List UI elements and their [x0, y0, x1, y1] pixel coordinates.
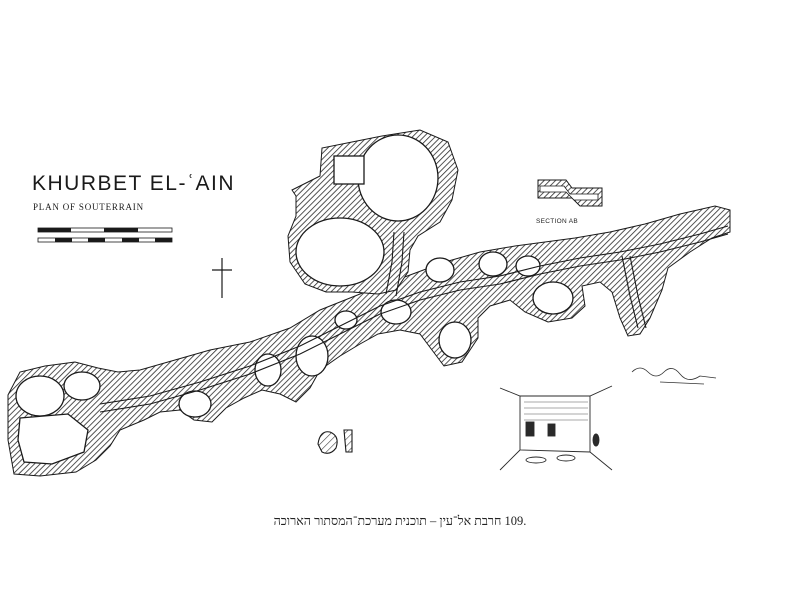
chambers [15, 134, 574, 465]
interior-sketch [497, 383, 613, 471]
scale-bar [37, 227, 173, 243]
north-arrow-icon [212, 258, 232, 298]
section-ab-profile [537, 179, 603, 207]
plan-subtitle: PLAN OF SOUTERRAIN [33, 202, 144, 212]
tunnel-walls [99, 225, 729, 413]
section-ab-label: SECTION AB [536, 218, 579, 225]
section-symbols [317, 429, 353, 454]
signature-scribble [631, 367, 717, 385]
plan-title: KHURBET EL-ʿAIN [32, 172, 235, 195]
figure-caption: .109 חרבת אל־עין – תוכנית מערכת־המסתור ה… [273, 514, 527, 528]
